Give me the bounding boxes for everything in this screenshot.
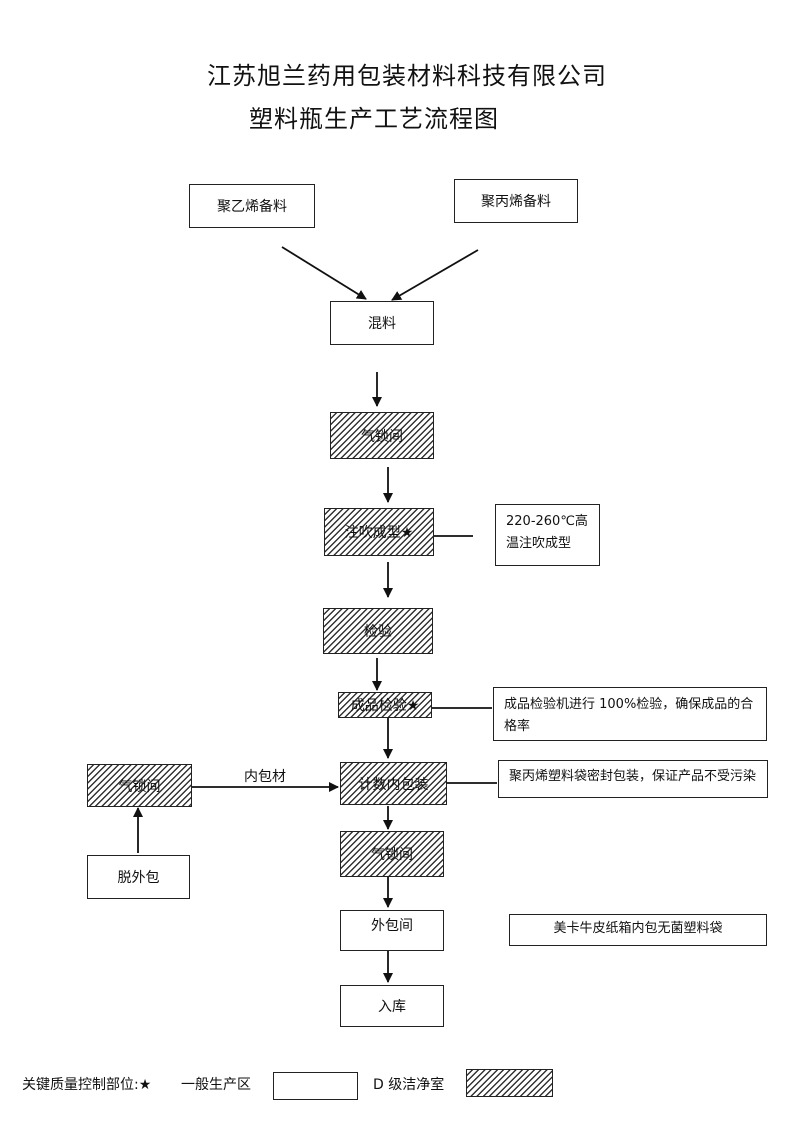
mix-label: 混料: [368, 316, 396, 332]
airlock-3-box: 气锁间: [340, 831, 444, 877]
unpack-label: 脱外包: [117, 870, 160, 886]
outer-room-box: 外包间: [340, 910, 444, 951]
pe-prep-box: 聚乙烯备料: [189, 184, 315, 228]
outer-note: 美卡牛皮纸箱内包无菌塑料袋: [509, 914, 767, 946]
mix-box: 混料: [330, 301, 434, 345]
pe-prep-label: 聚乙烯备料: [217, 199, 287, 215]
blow-molding-label: 注吹成型★: [344, 525, 414, 541]
page-title: 塑料瓶生产工艺流程图: [249, 105, 499, 133]
count-pack-label: 计数内包装: [358, 776, 429, 793]
outer-room-label: 外包间: [371, 918, 413, 934]
legend-key-points: 关键质量控制部位:★: [22, 1077, 152, 1093]
inner-material-label: 内包材: [244, 769, 286, 785]
inspect-note: 成品检验机进行 100%检验，确保成品的合格率: [493, 687, 767, 741]
legend-general-area: 一般生产区: [181, 1077, 251, 1093]
count-pack-box: 计数内包装: [340, 762, 447, 805]
final-inspect-label: 成品检验★: [350, 698, 420, 714]
pack-note: 聚丙烯塑料袋密封包装，保证产品不受污染: [498, 760, 768, 798]
airlock-3-label: 气锁间: [371, 847, 413, 863]
arrow-pe-to-mix: [281, 246, 367, 300]
blow-note: 220-260℃高温注吹成型: [495, 504, 600, 566]
arrow-pp-to-mix: [391, 249, 479, 301]
inspect-label: 检验: [364, 624, 392, 640]
legend-general-swatch: [273, 1072, 358, 1100]
airlock-2-label: 气锁间: [118, 778, 161, 795]
storage-box: 入库: [340, 985, 444, 1027]
legend-clean-room: D 级洁净室: [373, 1077, 445, 1093]
legend-clean-swatch: [466, 1069, 553, 1097]
storage-label: 入库: [378, 999, 406, 1015]
airlock-1-box: 气锁间: [330, 412, 434, 459]
blow-molding-box: 注吹成型★: [324, 508, 434, 556]
inspect-box: 检验: [323, 608, 433, 654]
unpack-box: 脱外包: [87, 855, 190, 899]
airlock-2-box: 气锁间: [87, 764, 192, 807]
airlock-1-label: 气锁间: [361, 428, 403, 445]
pp-prep-box: 聚丙烯备料: [454, 179, 578, 223]
final-inspect-box: 成品检验★: [338, 692, 432, 718]
company-name: 江苏旭兰药用包装材料科技有限公司: [207, 62, 607, 90]
pp-prep-label: 聚丙烯备料: [481, 194, 551, 210]
